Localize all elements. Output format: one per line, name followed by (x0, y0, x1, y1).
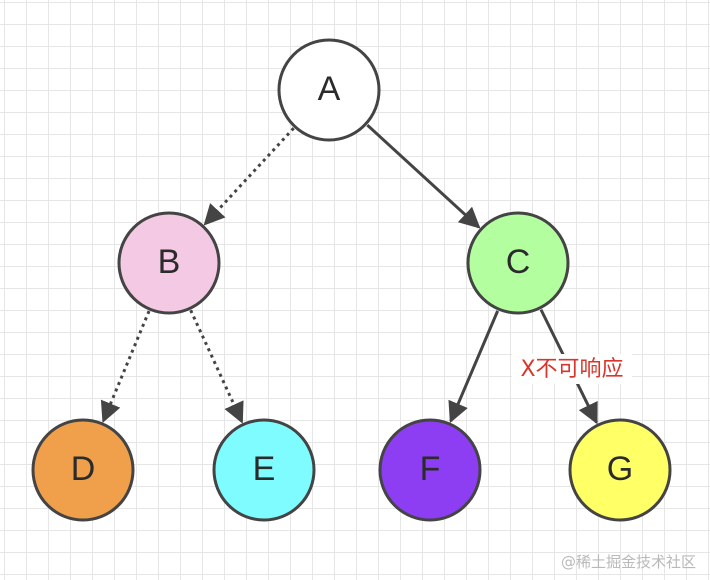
node-f: F (378, 418, 482, 522)
node-a: A (277, 38, 381, 142)
node-b: B (117, 211, 221, 315)
watermark: @稀土掘金技术社区 (560, 553, 696, 571)
node-f-circle (378, 418, 482, 522)
node-g-circle (568, 418, 672, 522)
node-b-circle (117, 211, 221, 315)
node-g-label: G (607, 450, 633, 488)
edge-b-d (100, 310, 151, 423)
node-a-circle (277, 38, 381, 142)
edge-label-background (512, 354, 632, 384)
node-e-label: E (253, 450, 276, 488)
node-a-label: A (318, 70, 341, 108)
edges: X不可响应 (100, 124, 632, 425)
node-b-label: B (158, 243, 181, 281)
edge-b-e (189, 309, 244, 424)
node-d-circle (31, 418, 135, 522)
node-c: C (466, 211, 570, 315)
edge-label-c-g: X不可响应 (520, 357, 623, 382)
node-e-circle (212, 418, 316, 522)
node-g: G (568, 418, 672, 522)
node-e: E (212, 418, 316, 522)
edge-c-f (448, 310, 500, 424)
node-d: D (31, 418, 135, 522)
node-d-label: D (71, 450, 96, 488)
node-c-circle (466, 211, 570, 315)
node-c-label: C (506, 243, 531, 281)
edge-a-b (203, 127, 295, 226)
edge-a-c (366, 124, 481, 229)
nodes: A B C D E F G (31, 38, 672, 522)
node-f-label: F (420, 450, 441, 488)
